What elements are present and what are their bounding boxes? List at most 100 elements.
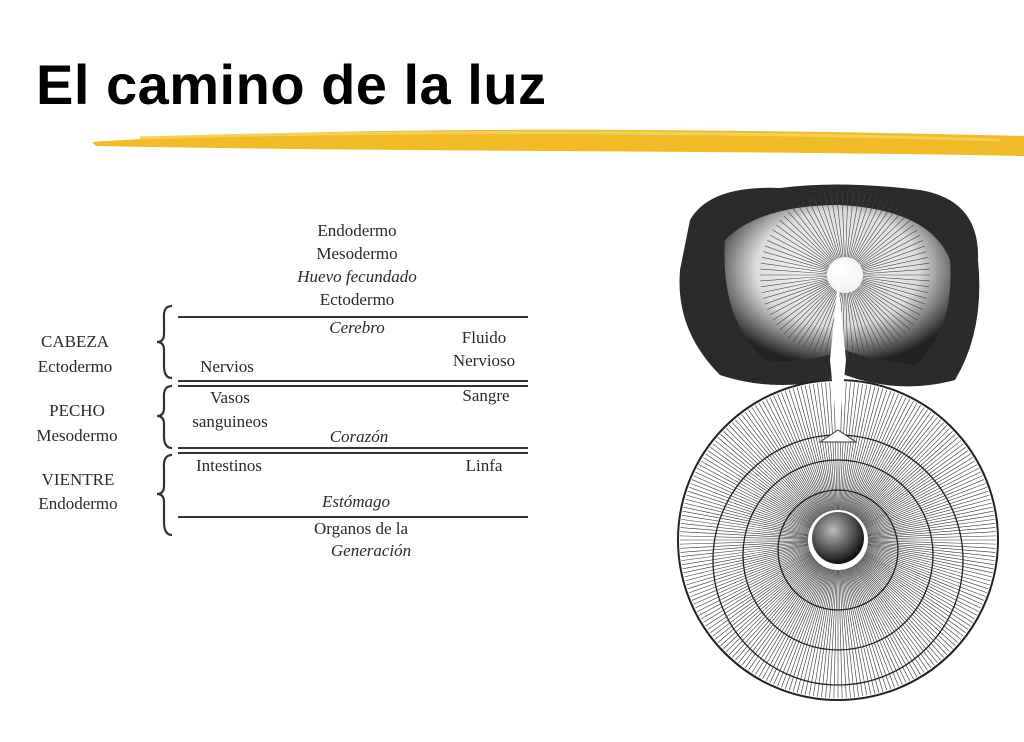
engraving-ray xyxy=(808,384,833,511)
engraving-ray xyxy=(835,190,844,258)
engraving-ray xyxy=(856,288,903,339)
engraving-ray xyxy=(841,383,859,511)
engraving-ray xyxy=(804,569,833,695)
left-item: Nervios xyxy=(200,357,254,376)
engraving-ray xyxy=(839,382,847,511)
page-title: El camino de la luz xyxy=(36,53,547,116)
engraving-ray xyxy=(777,567,827,687)
organ: Corazón xyxy=(329,427,389,446)
engraving-ray xyxy=(856,417,938,517)
engraving-ray xyxy=(852,565,918,677)
engraving-ray xyxy=(865,479,985,529)
engraving-ray xyxy=(862,453,971,524)
engraving-ray xyxy=(685,498,810,533)
engraving-ray xyxy=(853,290,888,349)
section-layer: Endodermo xyxy=(38,494,118,513)
engraving-ray xyxy=(861,443,964,522)
engraving-ray xyxy=(680,542,809,557)
engraving-ray xyxy=(684,502,809,534)
engraving-ray xyxy=(683,545,809,574)
engraving-ray xyxy=(862,450,969,524)
engraving-ray xyxy=(787,288,834,339)
engraving-ray xyxy=(783,287,833,335)
engraving-ray xyxy=(860,229,918,266)
section-name: CABEZA xyxy=(41,332,109,351)
engraving-ray xyxy=(846,568,888,691)
engraving-ray xyxy=(863,457,973,525)
top-label: Endodermo xyxy=(317,221,397,240)
engraving-ray xyxy=(859,285,914,326)
engraving-ray xyxy=(824,192,841,258)
engraving-ray xyxy=(857,287,907,335)
engraving-ray xyxy=(867,510,994,535)
engraving-ray xyxy=(817,569,835,697)
engraving-ray xyxy=(866,547,991,582)
engraving-ray xyxy=(843,569,868,696)
engraving-ray xyxy=(860,437,959,521)
engraving-ray xyxy=(685,547,810,582)
engraving-ray xyxy=(851,291,878,354)
brace-pecho xyxy=(156,384,173,450)
engraving-ray xyxy=(723,560,817,649)
engraving-ray xyxy=(720,559,816,646)
engraving-ray xyxy=(783,215,833,263)
engraving-ray xyxy=(840,382,855,511)
engraving-ray xyxy=(726,428,817,519)
left-item: Vasos xyxy=(210,388,250,407)
engraving-ray xyxy=(867,545,993,574)
organ: Cerebro xyxy=(329,318,385,337)
engraving-ray xyxy=(842,569,864,697)
engraving-ray xyxy=(681,543,809,561)
engraving-ray xyxy=(855,564,932,669)
engraving-ray xyxy=(699,554,812,616)
engraving-ray xyxy=(800,386,832,511)
divider xyxy=(178,316,528,318)
engraving-ray xyxy=(857,422,944,518)
engraving-ray xyxy=(767,240,829,268)
engraving-ray xyxy=(860,434,956,521)
engraving-ray xyxy=(812,569,834,697)
divider xyxy=(178,452,528,454)
engraving-ray xyxy=(859,560,953,649)
engraving-ray xyxy=(864,464,977,526)
engraving-ray xyxy=(792,207,835,262)
engraving-ray xyxy=(847,390,892,512)
engraving-ray xyxy=(788,568,830,691)
engraving-ray xyxy=(682,510,809,535)
top-label: Huevo fecundado xyxy=(297,267,417,286)
engraving-ray xyxy=(849,567,903,685)
engraving-ray xyxy=(779,220,832,264)
engraving-ray xyxy=(852,566,914,679)
engraving-ray xyxy=(691,479,811,529)
engraving-ray xyxy=(854,564,928,671)
engraving-ray xyxy=(845,292,849,360)
engraving-ray xyxy=(857,215,907,263)
engraving-ray xyxy=(853,201,888,260)
engraving-ray xyxy=(858,220,911,264)
engraving-ray xyxy=(867,542,996,557)
engraving-ray xyxy=(738,563,820,663)
engraving-ray xyxy=(846,568,884,692)
engraving-ray xyxy=(772,229,830,266)
engraving-ray xyxy=(681,519,809,537)
engraving-ray xyxy=(829,191,843,258)
engraving-ray xyxy=(821,569,836,698)
engraving-ray xyxy=(707,450,814,524)
engraving-ray xyxy=(847,191,861,258)
engraving-ray xyxy=(845,387,880,512)
engraving-ray xyxy=(866,498,991,533)
engraving-ray xyxy=(680,542,809,553)
engraving-ray xyxy=(776,285,831,326)
engraving-ray xyxy=(808,569,833,696)
engraving-ray xyxy=(863,555,973,623)
engraving-ray xyxy=(840,569,855,698)
braces xyxy=(156,304,173,537)
engraving-ray xyxy=(851,196,878,259)
engraving-ray xyxy=(864,552,981,609)
engraving-ray xyxy=(695,471,812,528)
engraving-ray xyxy=(859,224,914,265)
engraving-ray xyxy=(781,567,828,688)
engraving-ray xyxy=(765,280,829,305)
engraving-ray xyxy=(865,551,983,605)
